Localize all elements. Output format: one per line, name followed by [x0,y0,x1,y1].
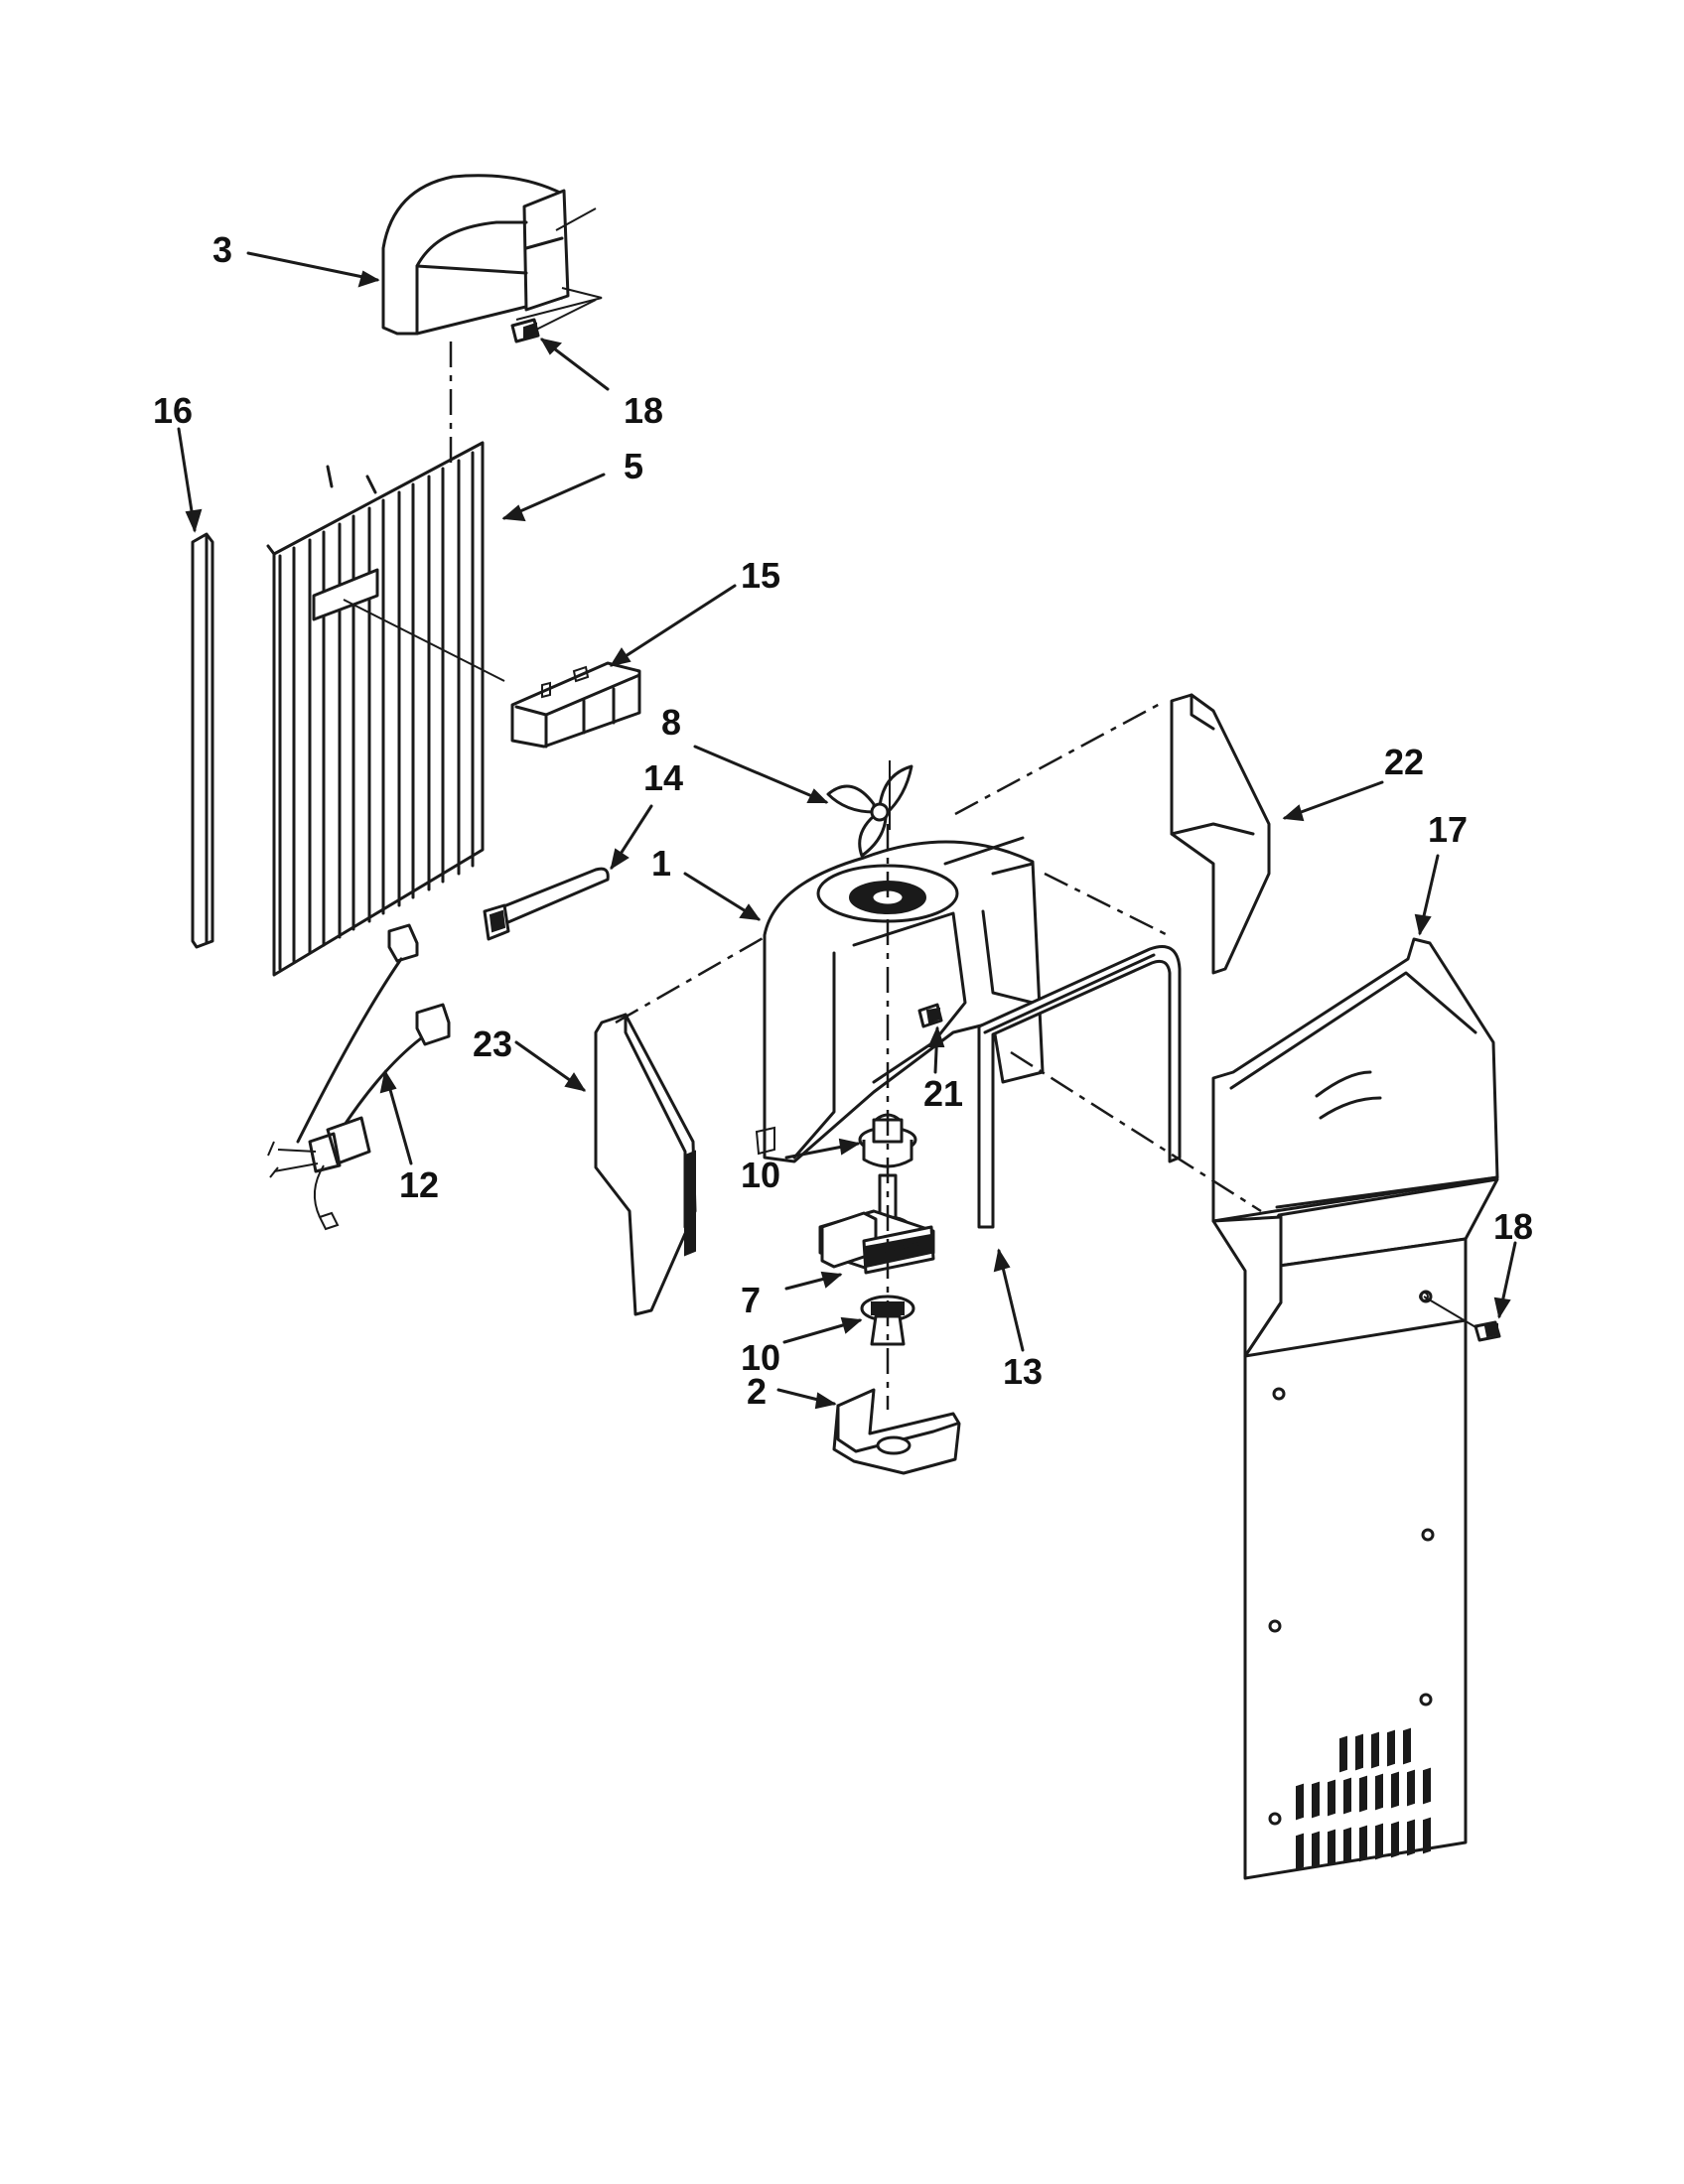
part-21-screw [917,1003,943,1028]
label-12: 12 [399,1164,439,1205]
label-17: 17 [1428,809,1468,850]
label-2: 2 [747,1371,767,1412]
part-16-strip [191,532,214,949]
label-18-top: 18 [624,390,663,431]
part-15-bracket [510,661,641,749]
part-17-rear-panel [1211,937,1499,1880]
part-13-gasket [977,945,1182,1229]
label-10-bottom: 10 [741,1337,780,1378]
part-5-evaporator-grille [266,441,505,977]
label-1: 1 [651,843,671,884]
leader-arrows [177,251,1517,1410]
part-22-side-duct [1170,693,1271,975]
part-18-screw-right [1419,1292,1501,1342]
part-3-duct-cover [381,174,603,336]
part-23-side-duct [594,1013,697,1316]
alignment-lines [449,299,1478,1410]
label-13: 13 [1003,1351,1043,1392]
label-16: 16 [153,390,193,431]
label-3: 3 [212,229,232,270]
label-5: 5 [624,446,643,486]
label-8: 8 [661,702,681,743]
part-14-heater [483,867,610,941]
label-21: 21 [923,1073,963,1114]
part-7-fan-motor [818,1161,935,1275]
label-22: 22 [1384,742,1424,782]
label-14: 14 [643,757,683,798]
label-7: 7 [741,1280,761,1320]
label-18-right: 18 [1493,1206,1533,1247]
part-1-fan-shroud [755,836,1045,1163]
part-18-screw-top [510,318,540,343]
part-8-fan-blade [826,760,913,858]
label-10-top: 10 [741,1155,780,1195]
part-2-motor-bracket [832,1388,961,1475]
callout-labels: 3 18 16 5 15 8 14 1 22 17 23 21 10 12 7 … [153,229,1533,1412]
label-15: 15 [741,555,780,596]
label-23: 23 [473,1024,512,1064]
part-12-wire-harness [267,923,451,1231]
part-17-vent-slots [1296,1727,1431,1870]
